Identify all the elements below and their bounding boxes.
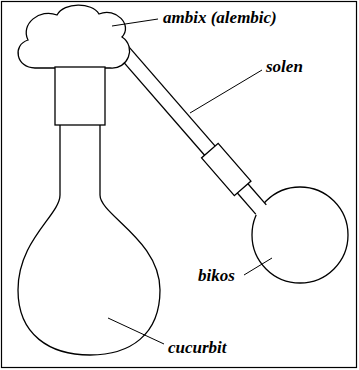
leader-line xyxy=(190,70,262,113)
leader-line xyxy=(112,19,158,26)
neck-joint xyxy=(55,67,105,125)
solen-tube xyxy=(106,34,272,221)
part-label: cucurbit xyxy=(168,338,227,358)
sleeve xyxy=(202,143,251,195)
frame xyxy=(2,2,357,368)
bikos-bulb xyxy=(252,187,348,283)
part-label: solen xyxy=(266,57,303,77)
leader-line xyxy=(244,258,272,275)
part-label: bikos xyxy=(198,266,235,286)
cucurbit-body xyxy=(18,120,160,355)
part-label: ambix (alembic) xyxy=(163,8,277,28)
leader-line xyxy=(108,318,164,344)
ambix-head xyxy=(18,5,130,68)
